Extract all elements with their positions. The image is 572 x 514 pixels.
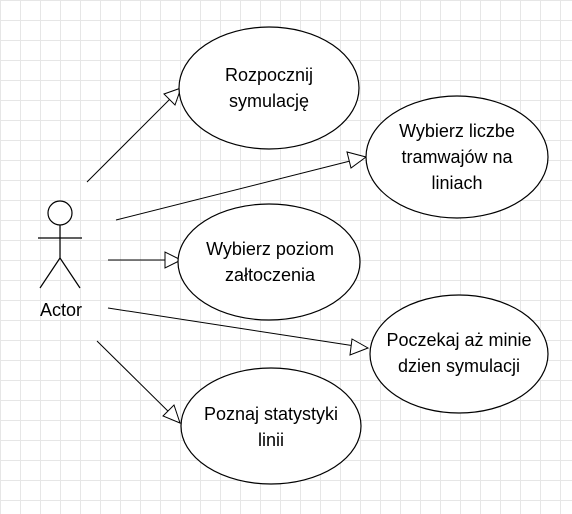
association-arrow-3[interactable] <box>108 251 183 269</box>
association-arrow-4[interactable] <box>107 307 370 356</box>
actor-figure[interactable] <box>38 200 82 289</box>
association-arrow-2[interactable] <box>115 151 368 221</box>
actor-left-leg <box>39 257 61 289</box>
association-arrow-1[interactable] <box>86 87 182 183</box>
use-case-start-simulation[interactable] <box>178 26 360 150</box>
actor-label: Actor <box>39 300 82 320</box>
actor-right-leg <box>59 257 81 289</box>
use-case-choose-tram-count[interactable] <box>365 95 549 219</box>
association-arrow-5[interactable] <box>96 340 181 424</box>
use-case-choose-crowding[interactable] <box>177 203 361 321</box>
actor-head <box>47 200 73 226</box>
use-case-wait-day[interactable] <box>369 294 549 414</box>
use-case-line-stats[interactable] <box>180 367 362 485</box>
